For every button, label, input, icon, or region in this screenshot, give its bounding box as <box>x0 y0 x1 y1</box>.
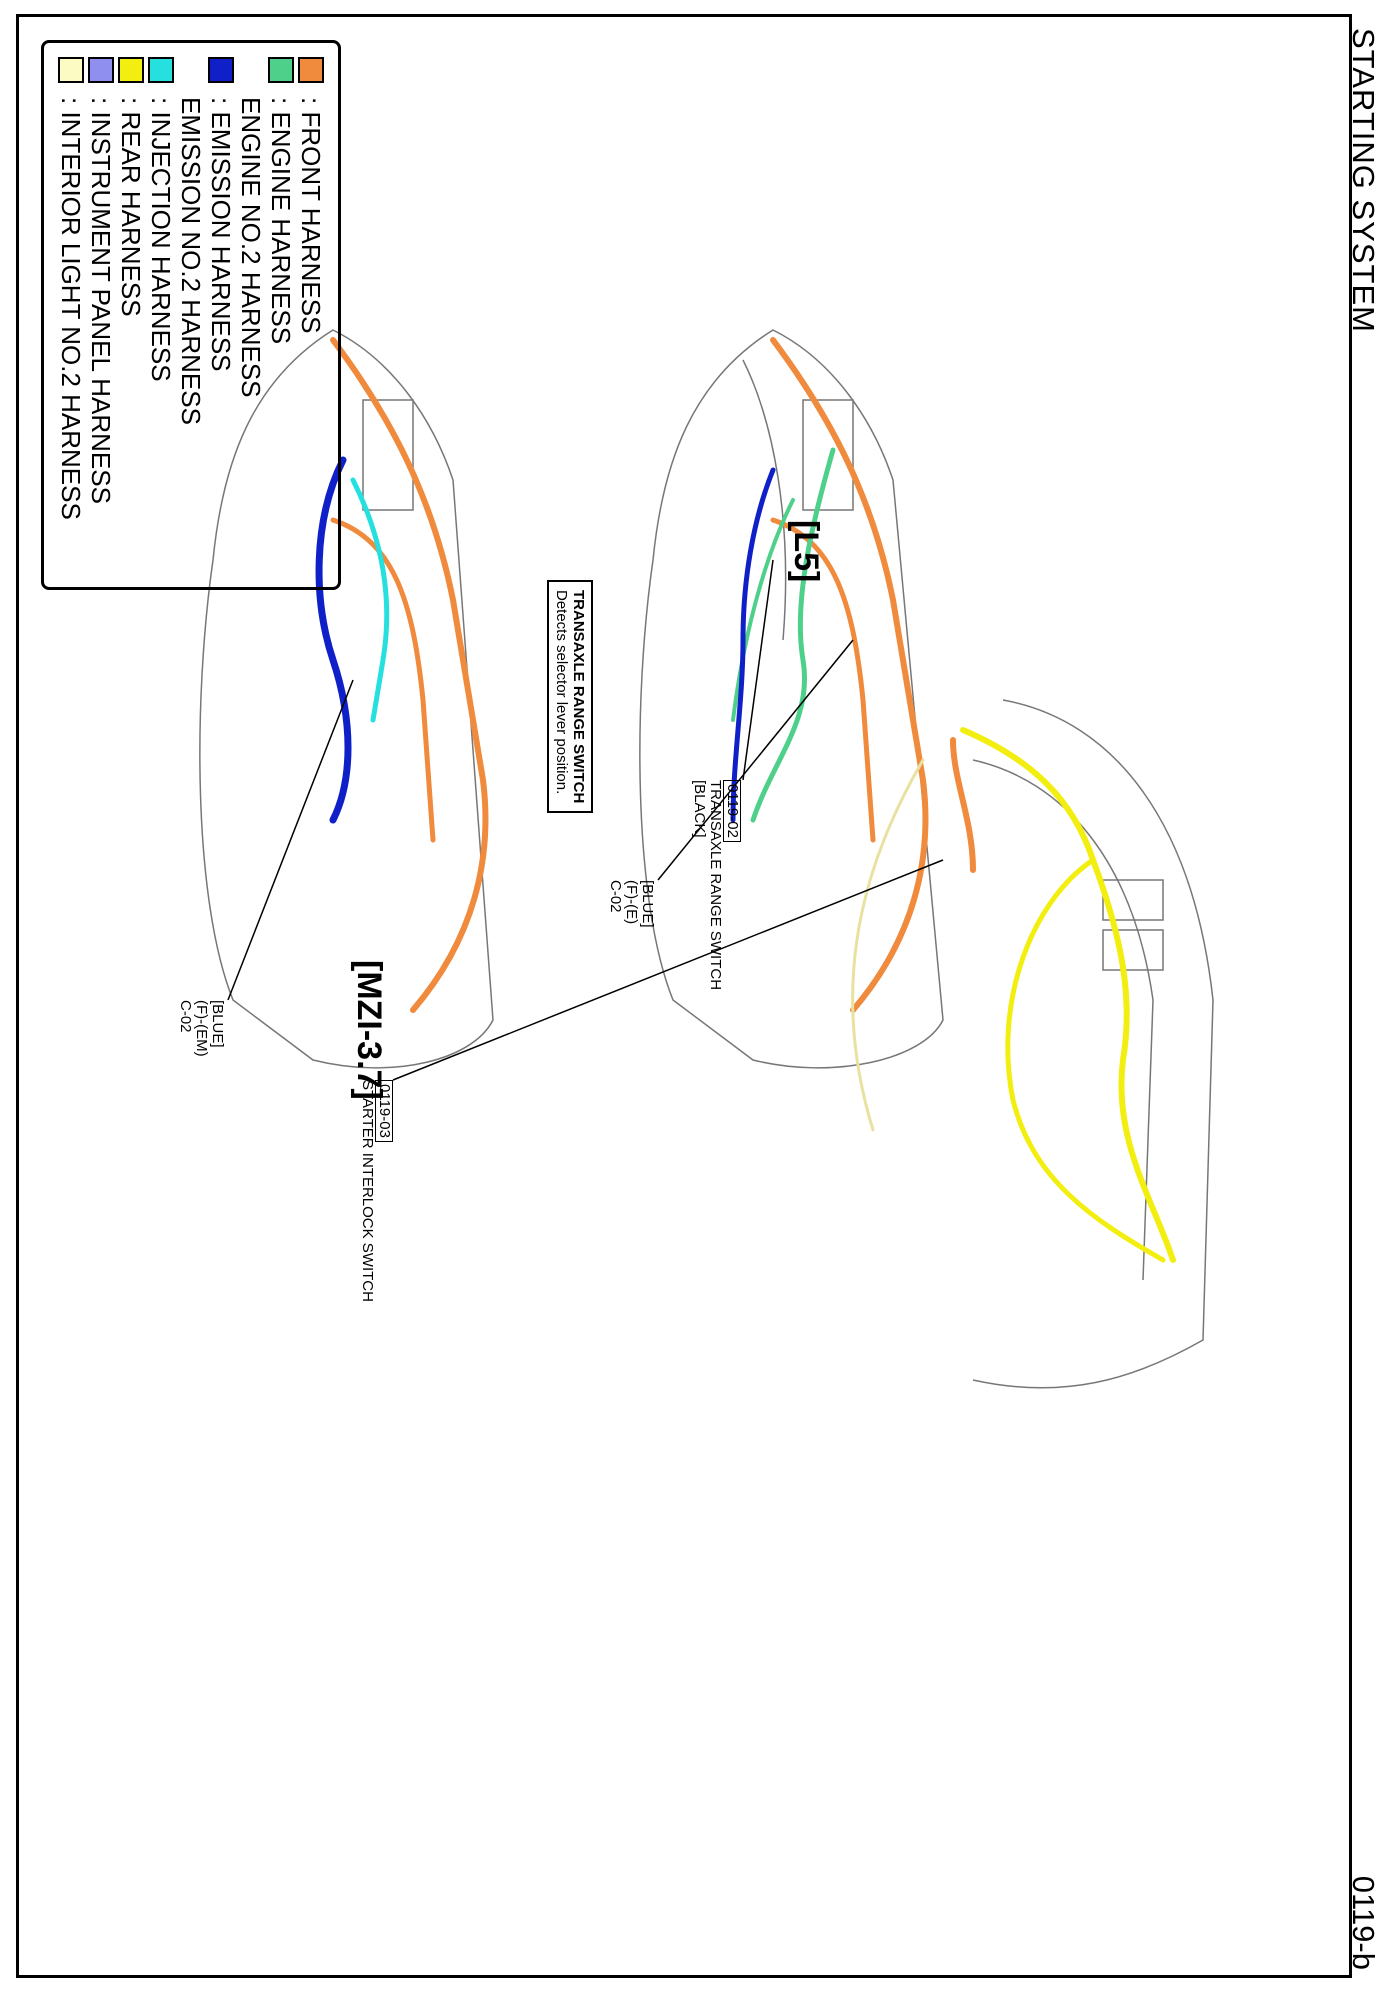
interlock-callout: 0119-03 STARTER INTERLOCK SWITCH <box>359 1080 393 1302</box>
rear-harness-branch <box>1005 857 1166 1263</box>
l5-c02-callout: [BLUE] (F)-(E) C-02 <box>607 880 656 928</box>
info-box-heading: TRANSAXLE RANGE SWITCH <box>570 590 587 804</box>
mzi-battery-outline <box>362 399 414 511</box>
dash-front-harness <box>950 737 976 873</box>
harness-legend: : FRONT HARNESS : ENGINE HARNESS ENGINE … <box>41 40 341 590</box>
legend-label-rear: : REAR HARNESS <box>116 97 146 317</box>
interlock-code: 0119-03 <box>375 1080 393 1142</box>
rear-harness <box>960 727 1176 1263</box>
l5-c02-line-3: C-02 <box>607 880 624 913</box>
l5-bay-contour <box>742 359 787 641</box>
model-label-mzi: [MZI-3.7] <box>350 960 388 1100</box>
l5-range-switch-line-1: TRANSAXLE RANGE SWITCH <box>707 780 724 991</box>
legend-swatch-instrument-panel <box>88 57 114 83</box>
legend-label-emission-no2: EMISSION NO.2 HARNESS <box>176 97 206 425</box>
mzi-c02-leader <box>227 679 354 1001</box>
l5-front-harness <box>770 337 929 1013</box>
l5-range-switch-line-2: [BLACK] <box>691 780 708 838</box>
legend-swatch-front <box>298 57 324 83</box>
mzi-emission-harness <box>315 456 352 824</box>
legend-label-front: : FRONT HARNESS <box>296 97 326 334</box>
l5-battery-outline <box>802 399 854 511</box>
legend-label-engine: : ENGINE HARNESS <box>266 97 296 345</box>
legend-label-engine-no2: ENGINE NO.2 HARNESS <box>236 97 266 398</box>
legend-swatch-engine <box>268 57 294 83</box>
model-label-l5: [L5] <box>787 520 825 583</box>
mzi-c02-callout: [BLUE] (F)-(EM) C-02 <box>177 1000 226 1057</box>
l5-c02-line-1: [BLUE] <box>639 880 656 928</box>
legend-swatch-interior-light <box>58 57 84 83</box>
l5-engine-no2-harness <box>731 498 795 722</box>
l5-range-switch-code: 0119-02 <box>723 780 741 842</box>
legend-swatch-emission <box>208 57 234 83</box>
mzi-c02-line-3: C-02 <box>177 1000 194 1033</box>
legend-label-emission: : EMISSION HARNESS <box>206 97 236 372</box>
l5-emission-harness <box>730 467 776 823</box>
page-frame <box>16 14 1352 1978</box>
mzi-front-harness-branch <box>330 517 436 843</box>
l5-front-harness-branch <box>770 517 876 843</box>
mzi-front-harness <box>330 337 489 1013</box>
l5-range-switch-callout: 0119-02 TRANSAXLE RANGE SWITCH [BLACK] <box>691 780 741 990</box>
legend-swatch-injection <box>148 57 174 83</box>
mzi-c02-line-1: [BLUE] <box>209 1000 226 1048</box>
legend-label-injection: : INJECTION HARNESS <box>146 97 176 382</box>
pedal-outline-1 <box>1102 879 1164 921</box>
mzi-c02-line-2: (F)-(EM) <box>193 1000 210 1057</box>
legend-swatch-rear <box>118 57 144 83</box>
transaxle-range-info-box: TRANSAXLE RANGE SWITCH Detects selector … <box>547 580 593 814</box>
interlock-leader <box>392 859 944 1081</box>
l5-c02-leader <box>657 639 854 881</box>
interior-light-no2-harness <box>851 758 925 1132</box>
pedal-outline-2 <box>1102 929 1164 971</box>
dashboard-inner-line <box>972 759 1154 1281</box>
l5-engine-harness <box>750 447 836 823</box>
l5-range-switch-leader <box>742 559 774 781</box>
info-box-text: Detects selector lever position. <box>553 590 570 795</box>
mzi-engine-bay-outline <box>199 329 494 1069</box>
legend-label-instrument-panel: : INSTRUMENT PANEL HARNESS <box>86 97 116 504</box>
l5-engine-bay-outline <box>639 329 944 1069</box>
l5-c02-line-2: (F)-(E) <box>623 880 640 925</box>
interlock-line-1: STARTER INTERLOCK SWITCH <box>359 1080 376 1302</box>
dashboard-outline <box>972 699 1214 1389</box>
mzi-injection-harness <box>350 477 390 723</box>
legend-label-interior-light: : INTERIOR LIGHT NO.2 HARNESS <box>56 97 86 520</box>
